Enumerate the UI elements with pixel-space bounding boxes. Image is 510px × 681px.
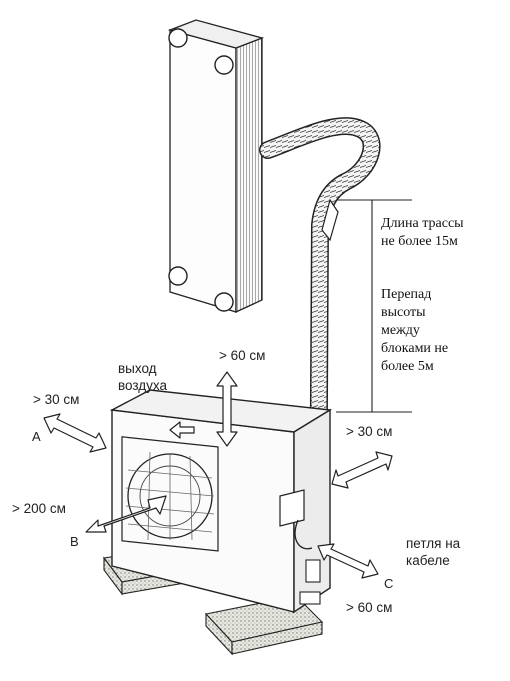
top-clearance-label: > 60 см	[219, 348, 265, 363]
port-circle	[168, 266, 188, 286]
dimension-lines	[336, 199, 412, 413]
bottom-right-clearance-label: > 60 см	[346, 600, 392, 615]
outdoor-unit	[109, 389, 333, 614]
right-clearance-label: > 30 см	[346, 424, 392, 439]
port-circle	[214, 292, 234, 312]
left-clearance-label: > 30 см	[33, 392, 79, 407]
height-diff-label-line5: более 5м	[381, 359, 434, 374]
height-diff-label-line3: между	[381, 323, 420, 338]
letter-b-label: B	[70, 534, 79, 549]
route-length-label-line2: не более 15м	[381, 234, 458, 249]
bottom-clearance-arrow	[317, 543, 379, 579]
height-diff-label-line2: высоты	[381, 305, 426, 320]
left-clearance-arrow	[43, 413, 107, 453]
air-outlet-arrow	[169, 421, 195, 439]
top-clearance-arrow	[216, 371, 238, 447]
right-clearance-arrow	[331, 451, 393, 489]
clearance-arrows	[43, 371, 393, 579]
port-circle	[214, 55, 234, 75]
pipe-route	[259, 117, 381, 569]
front-clearance-arrow	[85, 495, 167, 533]
height-diff-label-line1: Перепад	[381, 287, 431, 302]
route-length-label-line1: Длина трассы	[381, 216, 464, 231]
cable-loop-label-line1: петля на	[406, 536, 461, 551]
air-outlet-label-line1: выход	[118, 361, 157, 376]
heat-exchanger	[167, 19, 265, 314]
height-diff-label-line4: блоками не	[381, 341, 448, 356]
letter-a-label: A	[32, 429, 41, 444]
air-outlet-label-line2: воздуха	[118, 378, 167, 393]
port-circle	[168, 28, 188, 48]
cable-loop-label-line2: кабеле	[406, 553, 450, 568]
letter-c-label: C	[384, 576, 393, 591]
diagram-labels: выход воздуха > 60 см > 30 см > 30 см > …	[12, 216, 464, 615]
front-clearance-label: > 200 см	[12, 501, 66, 516]
